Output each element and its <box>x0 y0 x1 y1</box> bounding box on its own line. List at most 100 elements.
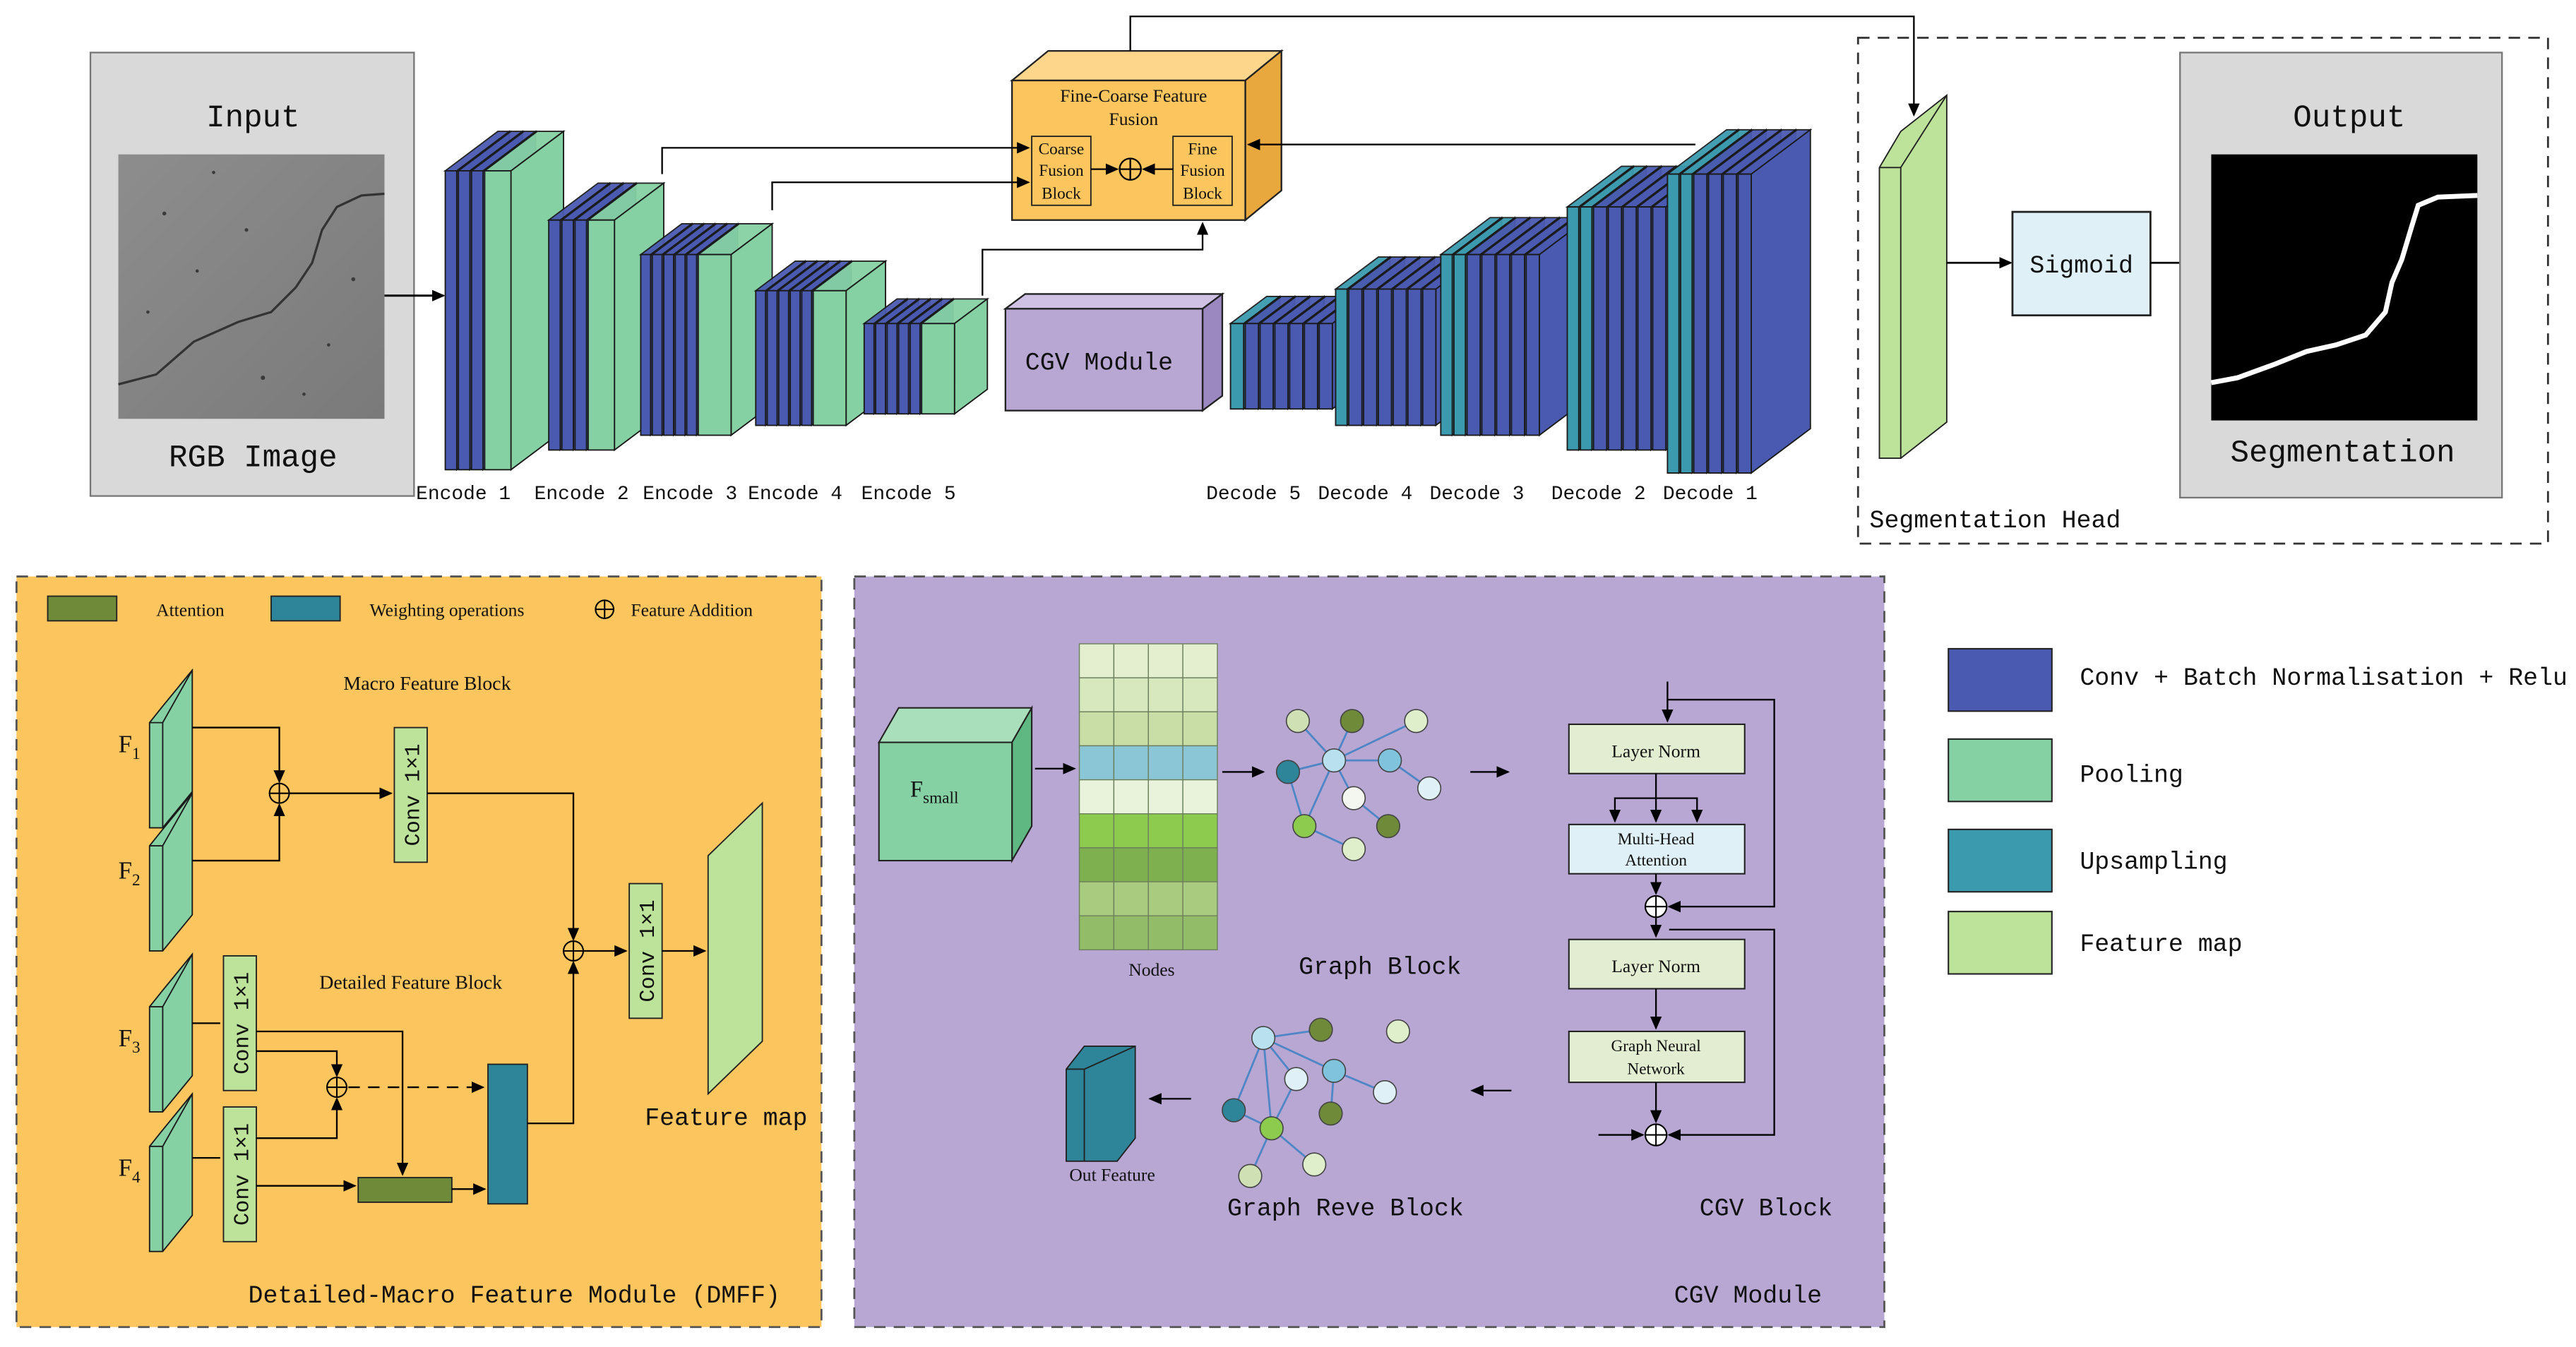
f4-label: F4 <box>119 1154 141 1187</box>
f1-label: F1 <box>119 730 141 762</box>
sigmoid-box <box>2011 210 2152 317</box>
skip-connections <box>661 16 1920 296</box>
input-panel: Input RGB Image <box>89 52 415 497</box>
f-small-cube: Fsmall <box>877 705 1033 863</box>
legend-conv: Conv + Batch Normalisation + Relu <box>2080 665 2568 693</box>
grid-cell <box>1182 779 1218 815</box>
legend-pooling: Pooling <box>2080 762 2183 789</box>
layer-norm-label: Layer Norm <box>1611 741 1700 761</box>
f-small-label: Fsmall <box>910 777 958 807</box>
encoder-decoder-stacks <box>443 128 1813 474</box>
pooling-layer <box>482 130 566 472</box>
graph-block-graph <box>1275 709 1442 861</box>
nodes-grid <box>1078 643 1218 951</box>
decoder-label: Decode 3 <box>1430 484 1525 505</box>
grid-cell <box>1113 847 1149 882</box>
grid-cell <box>1182 881 1218 916</box>
graph-node <box>1417 776 1442 801</box>
graph-node <box>1318 1101 1343 1126</box>
cgv-module-box: CGV Module <box>1003 292 1225 412</box>
conv-label: Conv 1×1 <box>231 1123 255 1226</box>
grid-cell <box>1182 915 1218 951</box>
grid-cell <box>1147 813 1183 849</box>
fine-label: Fusion <box>1180 162 1225 180</box>
graph-node <box>1376 814 1401 839</box>
graph-node <box>1238 1163 1263 1188</box>
f2-label: F2 <box>119 857 141 890</box>
graph-node <box>1284 1067 1308 1091</box>
gnn-label: Graph Neural <box>1611 1037 1701 1055</box>
legend-feature-map: Feature map <box>2080 931 2242 959</box>
output-mask <box>2211 154 2478 421</box>
grid-cell <box>1147 643 1183 678</box>
graph-edge <box>1232 1037 1265 1111</box>
grid-cell <box>1182 813 1218 849</box>
conv-macro <box>393 726 428 863</box>
graph-node <box>1378 748 1402 773</box>
grid-cell <box>1147 677 1183 712</box>
dmff-input-slabs <box>148 668 193 1252</box>
plus-icon <box>595 599 615 619</box>
conv-layer <box>1736 128 1813 474</box>
sigmoid-label: Sigmoid <box>2029 253 2133 280</box>
cgv-module-panel: Fsmall Nodes Graph Block Graph Reve Bloc… <box>853 575 1885 1329</box>
grid-cell <box>1182 745 1218 781</box>
cgv-block-label: CGV Block <box>1700 1196 1832 1223</box>
encoder-labels: Encode 1 Encode 2 Encode 3 Encode 4 Enco… <box>416 484 955 505</box>
conv-label: Conv 1×1 <box>231 972 255 1074</box>
grid-cell <box>1113 915 1149 951</box>
graph-node <box>1341 837 1366 861</box>
seg-head-label: Segmentation Head <box>1870 508 2121 535</box>
input-slab <box>148 791 193 952</box>
grid-cell <box>1078 779 1115 815</box>
input-slab <box>148 1091 193 1252</box>
grid-cell <box>1113 677 1149 712</box>
grid-cell <box>1113 711 1149 747</box>
dmff-feature-map <box>707 801 763 1096</box>
coarse-label: Coarse <box>1039 140 1085 159</box>
input-image <box>118 154 385 419</box>
dmff-connections <box>192 726 707 1195</box>
fine-label: Block <box>1183 184 1222 203</box>
plus-icon <box>1644 1123 1668 1147</box>
plus-icon <box>1644 895 1668 918</box>
graph-edge <box>1333 720 1417 762</box>
coarse-label: Block <box>1042 184 1081 203</box>
graph-node <box>1292 814 1317 839</box>
cgv-module-label: CGV Module <box>1025 349 1173 377</box>
pooling-layer <box>696 222 775 437</box>
grid-cell <box>1113 881 1149 916</box>
encoder-label: Encode 4 <box>748 484 842 505</box>
graph-node <box>1302 1152 1327 1177</box>
input-slab <box>148 952 193 1113</box>
grid-cell <box>1147 847 1183 882</box>
decoder-label: Decode 5 <box>1206 484 1301 505</box>
conv-f4 <box>222 1106 257 1243</box>
f3-label: F3 <box>119 1024 141 1057</box>
output-caption: Segmentation <box>2230 436 2455 472</box>
segmentation-head: Sigmoid Segmentation Head <box>1856 37 2549 545</box>
cgv-block-connections <box>1148 681 1775 1141</box>
graph-node <box>1259 1116 1284 1141</box>
fusion-box: Fine-Coarse Feature Fusion Coarse Fusion… <box>1009 49 1284 222</box>
grid-cell <box>1078 711 1115 747</box>
graph-node <box>1308 1017 1333 1042</box>
cgv-module-title: CGV Module <box>1674 1283 1822 1310</box>
fine-fusion-block <box>1172 136 1233 206</box>
grid-cell <box>1113 813 1149 849</box>
out-feature <box>1066 1045 1136 1162</box>
coarse-fusion-block <box>1031 136 1092 206</box>
grid-cell <box>1078 643 1115 678</box>
mha-label: Multi-Head <box>1618 830 1695 849</box>
grid-cell <box>1113 779 1149 815</box>
grid-cell <box>1182 847 1218 882</box>
input-title: Input <box>206 101 300 136</box>
legend-weighting: Weighting operations <box>370 599 525 620</box>
dmff-feature-map-label: Feature map <box>645 1106 807 1133</box>
cgv-block: Layer Norm Multi-Head Attention Layer No… <box>1148 681 1832 1223</box>
encoder-label: Encode 5 <box>861 484 956 505</box>
weighting-block <box>487 1063 528 1205</box>
encoder-label: Encode 3 <box>643 484 737 505</box>
grid-cell <box>1147 881 1183 916</box>
layer-norm-1 <box>1568 723 1746 774</box>
